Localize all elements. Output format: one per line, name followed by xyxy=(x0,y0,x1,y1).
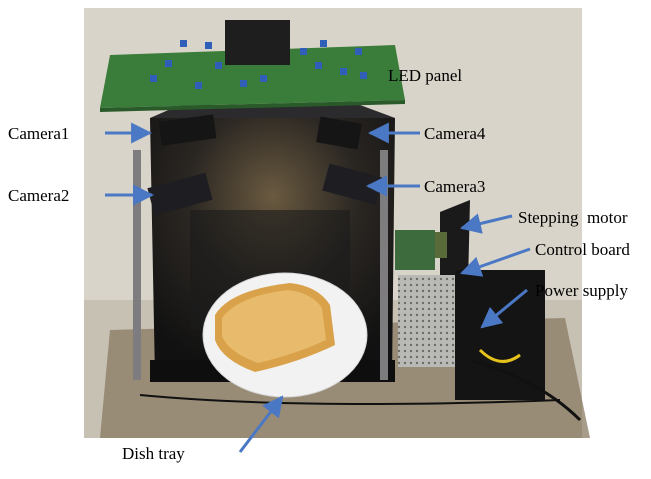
support-rod xyxy=(133,150,141,380)
stepping-motor-arrow xyxy=(459,213,513,234)
label-camera3: Camera3 xyxy=(424,177,486,196)
label-camera4: Camera4 xyxy=(424,124,486,143)
camera1-unit xyxy=(158,114,217,146)
label-dish-tray: Dish tray xyxy=(122,444,185,463)
dish-tray-arrow xyxy=(238,395,284,453)
label-led-panel: LED panel xyxy=(388,66,463,85)
label-control-board: Control board xyxy=(535,240,630,259)
power-supply-arrow xyxy=(480,288,528,329)
label-camera1: Camera1 xyxy=(8,124,70,143)
camera4-unit xyxy=(316,116,362,150)
label-power-supply: Power supply xyxy=(535,281,629,300)
camera2-unit xyxy=(147,172,213,216)
control-board-pcb xyxy=(395,230,435,270)
led-panel-board xyxy=(100,45,405,108)
support-rod xyxy=(380,150,388,380)
led-panel-heatsink xyxy=(225,20,290,65)
label-camera2: Camera2 xyxy=(8,186,70,205)
control-board-arrow xyxy=(460,247,531,277)
label-stepping-motor: Stepping motor xyxy=(518,208,628,227)
side-enclosure xyxy=(455,270,545,400)
